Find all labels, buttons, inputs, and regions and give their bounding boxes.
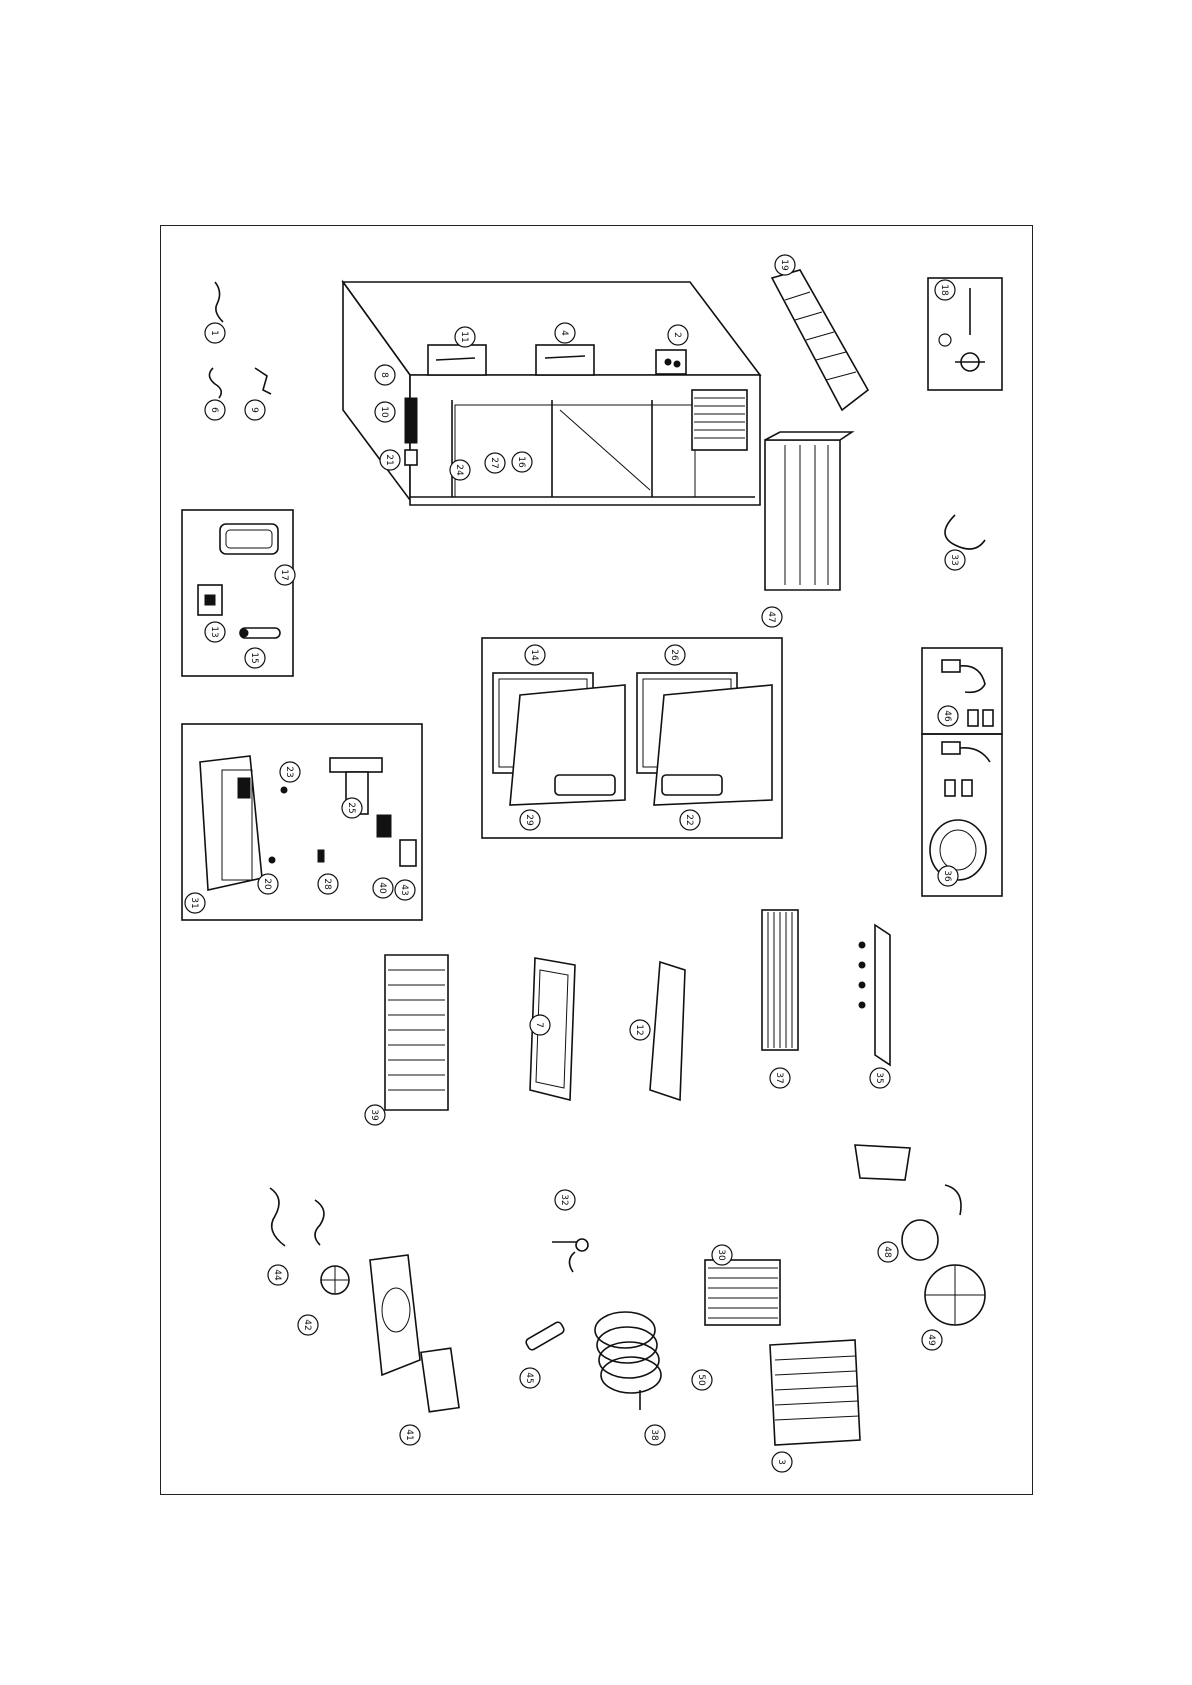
filter-drier-41 bbox=[525, 1321, 566, 1351]
callout-number: 38 bbox=[649, 1429, 659, 1441]
small-part-11 bbox=[215, 282, 223, 322]
callout-number: 50 bbox=[696, 1374, 706, 1386]
callout-number: 12 bbox=[634, 1024, 644, 1035]
callout-number: 4 bbox=[559, 330, 569, 336]
callout-number: 39 bbox=[369, 1109, 379, 1121]
condenser-coil-38 bbox=[705, 1260, 780, 1325]
callout-number: 49 bbox=[926, 1334, 936, 1346]
callout-number: 35 bbox=[874, 1072, 884, 1083]
switch-part-22 bbox=[377, 815, 391, 837]
callout-number: 42 bbox=[302, 1319, 312, 1330]
callout-number: 46 bbox=[942, 710, 952, 722]
callout-number: 13 bbox=[209, 626, 219, 637]
screw-part-27 bbox=[281, 787, 287, 793]
switch-part-23 bbox=[400, 840, 416, 866]
small-part-25 bbox=[318, 850, 324, 862]
motor-bracket-48 bbox=[855, 1145, 910, 1180]
callout-number: 8 bbox=[379, 372, 389, 378]
valve-part-44 bbox=[552, 1239, 588, 1272]
callout-number: 36 bbox=[942, 870, 952, 882]
fan-wiring-36 bbox=[270, 1188, 324, 1246]
callout-number: 18 bbox=[939, 284, 949, 296]
callout-number: 11 bbox=[459, 331, 469, 342]
callout-number: 33 bbox=[949, 554, 959, 565]
callout-number: 37 bbox=[774, 1072, 784, 1083]
callout-number: 30 bbox=[716, 1249, 726, 1261]
compressor-coil-32 bbox=[770, 1340, 860, 1445]
callout-number: 2 bbox=[672, 332, 682, 338]
gasket-46 bbox=[859, 925, 890, 1065]
callout-number: 25 bbox=[346, 802, 356, 813]
frame-panel-b bbox=[650, 962, 685, 1100]
fan-blade-50 bbox=[925, 1265, 985, 1325]
bracket-part-19 bbox=[198, 585, 222, 615]
handle-part-17 bbox=[240, 628, 280, 638]
callout-number: 7 bbox=[534, 1022, 544, 1028]
small-part-9 bbox=[209, 368, 221, 398]
callout-number: 14 bbox=[529, 649, 539, 661]
callout-number: 32 bbox=[559, 1194, 569, 1205]
callout-number: 40 bbox=[377, 882, 387, 894]
callout-number: 41 bbox=[404, 1429, 414, 1440]
callout-number: 23 bbox=[284, 766, 294, 777]
callout-number: 9 bbox=[249, 407, 259, 413]
callout-number: 48 bbox=[882, 1246, 892, 1258]
callout-number: 1 bbox=[209, 330, 219, 336]
control-panel bbox=[200, 756, 262, 890]
callout-number: 24 bbox=[454, 464, 464, 476]
callout-number: 15 bbox=[249, 652, 259, 663]
callout-number: 6 bbox=[209, 407, 219, 413]
condenser-unit bbox=[765, 432, 852, 590]
callout-number: 44 bbox=[272, 1269, 282, 1281]
fan-blade-39 bbox=[321, 1266, 349, 1294]
cable-part-33 bbox=[945, 515, 985, 549]
callout-number: 16 bbox=[516, 456, 526, 468]
screw-part-20 bbox=[269, 857, 275, 863]
callout-number: 3 bbox=[776, 1459, 786, 1465]
callout-number: 26 bbox=[669, 649, 679, 661]
callout-number: 19 bbox=[779, 259, 789, 271]
callout-number: 28 bbox=[322, 878, 332, 890]
callout-number: 43 bbox=[399, 884, 409, 895]
door-left bbox=[493, 673, 625, 805]
callout-number: 31 bbox=[189, 897, 199, 908]
callout-number: 10 bbox=[379, 406, 389, 418]
callout-number: 22 bbox=[684, 814, 694, 825]
callout-number: 45 bbox=[524, 1372, 534, 1383]
small-part-10 bbox=[255, 368, 271, 394]
door-right bbox=[637, 673, 772, 805]
cabinet-body bbox=[343, 282, 760, 505]
fan-motor-43 bbox=[930, 742, 990, 880]
callout-number: 21 bbox=[384, 454, 394, 465]
fin-stack-47 bbox=[762, 910, 798, 1050]
top-lid-part bbox=[772, 270, 868, 410]
callout-number: 27 bbox=[489, 457, 499, 468]
evaporator-coil bbox=[385, 955, 448, 1110]
callout-number: 47 bbox=[766, 611, 776, 622]
fan-motor-49 bbox=[902, 1185, 961, 1260]
callout-number: 20 bbox=[262, 878, 272, 890]
gasket-part-18 bbox=[220, 524, 278, 554]
fan-housing-35 bbox=[370, 1255, 459, 1412]
capillary-coil-42 bbox=[595, 1312, 661, 1410]
callout-number: 29 bbox=[524, 814, 534, 826]
callout-number: 17 bbox=[279, 569, 289, 580]
